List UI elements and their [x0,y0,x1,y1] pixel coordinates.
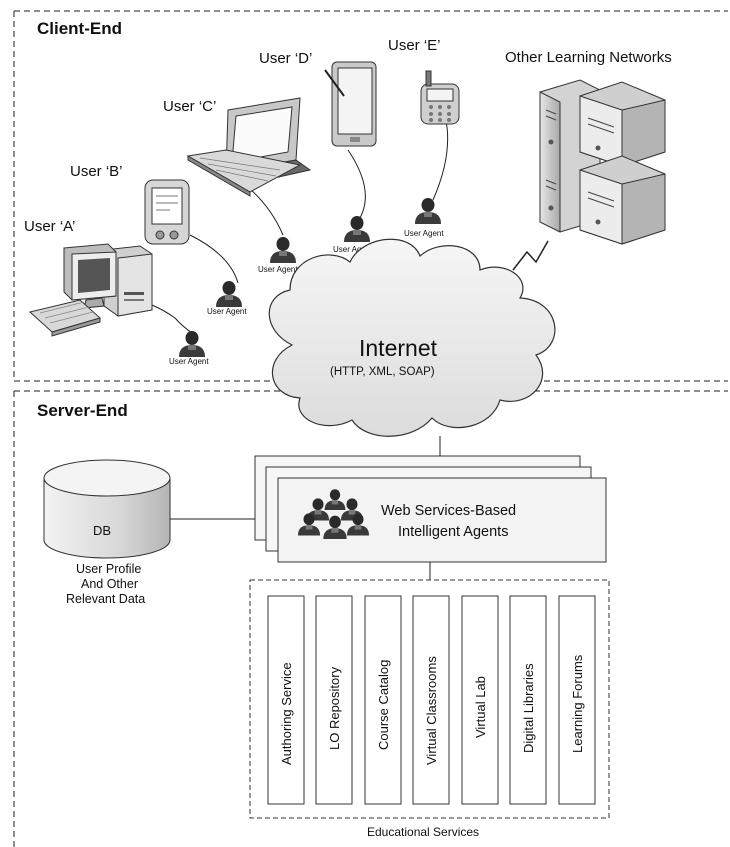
server-end-border [13,390,728,847]
user-agent-icon [270,237,296,263]
service-digital-libraries: Digital Libraries [521,663,536,753]
server-end-title: Server-End [37,401,128,420]
database-caption-line2: And Other [81,577,138,591]
user-agent-label: User Agent [207,307,247,316]
educational-services-caption: Educational Services [367,825,479,839]
user-e-label: User ‘E’ [388,37,441,54]
client-end-title: Client-End [37,19,122,38]
pda-icon [144,179,190,245]
internet-cloud [268,238,556,437]
agents-box-line2: Intelligent Agents [398,524,508,540]
service-learning-forums: Learning Forums [570,654,585,753]
educational-services-columns [267,595,596,805]
user-b-label: User ‘B’ [70,163,123,180]
service-lo-repository: LO Repository [327,666,342,750]
user-agent-icon [344,216,370,242]
database-label: DB [93,523,111,538]
user-agent-icon [415,198,441,224]
database-cylinder-icon [43,459,171,559]
other-networks-label: Other Learning Networks [505,49,672,66]
service-virtual-lab: Virtual Lab [473,676,488,738]
user-d-label: User ‘D’ [259,50,312,67]
user-c-label: User ‘C’ [163,98,216,115]
service-virtual-classrooms: Virtual Classrooms [424,656,439,765]
tablet-icon [324,61,377,147]
user-agent-icon [216,281,242,307]
client-end-border [13,10,728,382]
server-tower-icon [539,79,666,245]
user-agent-label: User Agent [404,229,444,238]
desktop-computer-icon [28,243,153,337]
user-agent-label: User Agent [169,357,209,366]
mobile-phone-icon [420,70,460,125]
database-caption-line1: User Profile [76,562,141,576]
user-agent-icon [179,331,205,357]
internet-protocols: (HTTP, XML, SOAP) [330,366,435,378]
service-course-catalog: Course Catalog [376,660,391,750]
agents-box-stack [254,455,607,563]
internet-title: Internet [359,335,438,361]
user-agent-label: User Agent [258,265,298,274]
user-a-label: User ‘A’ [24,218,75,235]
service-authoring: Authoring Service [279,662,294,765]
database-caption-line3: Relevant Data [66,592,145,606]
educational-services-border [249,579,610,819]
laptop-icon [186,97,312,197]
agents-box-line1: Web Services-Based [381,503,516,519]
user-agent-label: User Agent [333,245,373,254]
